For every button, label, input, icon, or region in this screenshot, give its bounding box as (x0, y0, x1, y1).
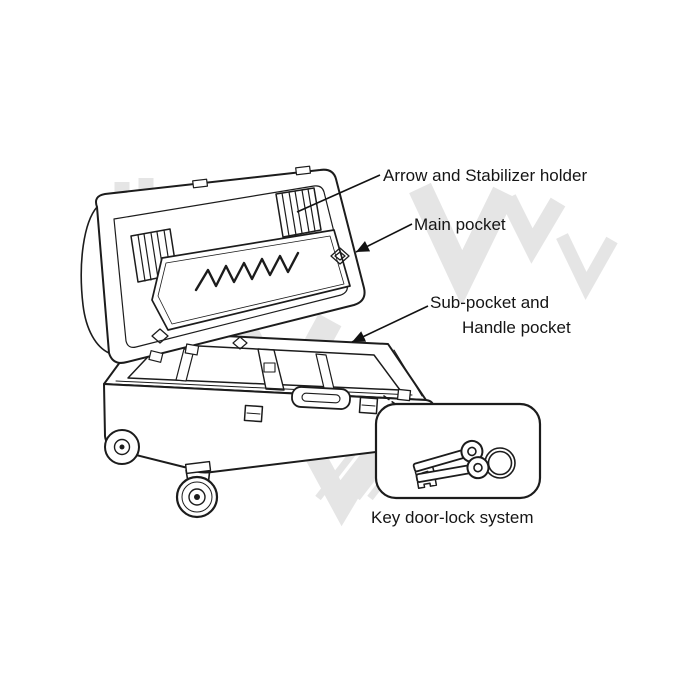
case-latch (243, 388, 412, 423)
leader-line-main-pocket (355, 223, 413, 253)
arrow-stabilizer-label: Arrow and Stabilizer holder (383, 166, 588, 185)
sub-pocket-label-line1: Sub-pocket and (430, 293, 550, 312)
diamond-logo (151, 247, 350, 350)
leader-lines (296, 174, 429, 343)
case-base (103, 331, 435, 519)
case-wheel-right (175, 460, 219, 519)
case-wheel-left (104, 429, 140, 465)
leader-line-arrow-stabilizer (296, 174, 381, 213)
sub-pocket-label-line2: Handle pocket (462, 318, 571, 337)
case-lid (80, 165, 366, 364)
key-lock-label: Key door-lock system (371, 508, 534, 527)
case-illustration (80, 165, 435, 519)
keys-illustration (412, 439, 516, 490)
leader-line-sub-pocket (351, 305, 429, 343)
case-handle (291, 386, 351, 410)
main-pocket-label: Main pocket (414, 215, 506, 234)
key-callout (374, 395, 542, 500)
